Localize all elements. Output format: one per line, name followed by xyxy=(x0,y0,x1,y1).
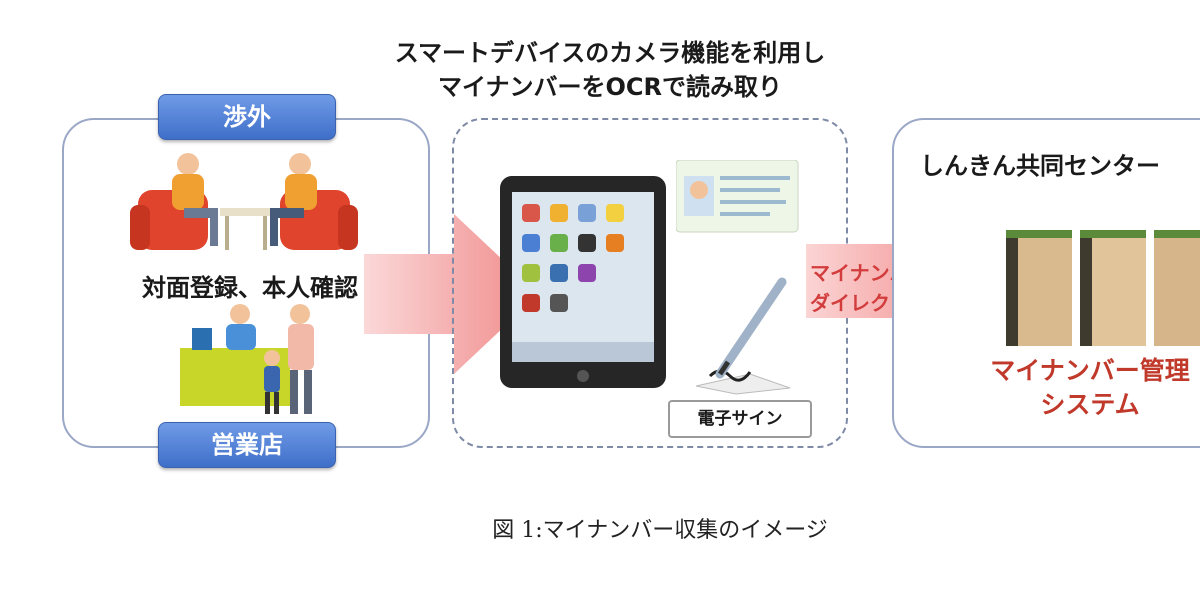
tablet-icon xyxy=(500,176,666,388)
sales-rep-tag: 渉外 xyxy=(158,94,336,140)
diagram-heading: スマートデバイスのカメラ機能を利用し マイナンバーをOCRで読み取り xyxy=(330,36,890,104)
center-title: しんきん共同センター xyxy=(920,152,1160,180)
capture-arrow xyxy=(364,214,539,374)
figure-caption: 図 1:マイナンバー収集のイメージ xyxy=(492,518,828,543)
server-rack-icon xyxy=(1006,230,1200,346)
system-name-line-1: マイナンバー管理 xyxy=(990,356,1190,385)
branch-office-tag: 営業店 xyxy=(158,422,336,468)
heading-line-2: マイナンバーをOCRで読み取り xyxy=(437,73,782,101)
counter-illustration xyxy=(180,304,314,414)
my-number-card-icon xyxy=(676,160,799,233)
meeting-illustration xyxy=(130,153,358,250)
heading-line-1: スマートデバイスのカメラ機能を利用し xyxy=(394,39,826,67)
stylus-pen-icon xyxy=(695,277,791,395)
system-name-line-2: システム xyxy=(1040,390,1140,419)
e-signature-label: 電子サイン xyxy=(668,400,812,438)
face-to-face-label: 対面登録、本人確認 xyxy=(142,274,358,302)
my-number-system-name: マイナンバー管理 システム xyxy=(960,354,1200,422)
